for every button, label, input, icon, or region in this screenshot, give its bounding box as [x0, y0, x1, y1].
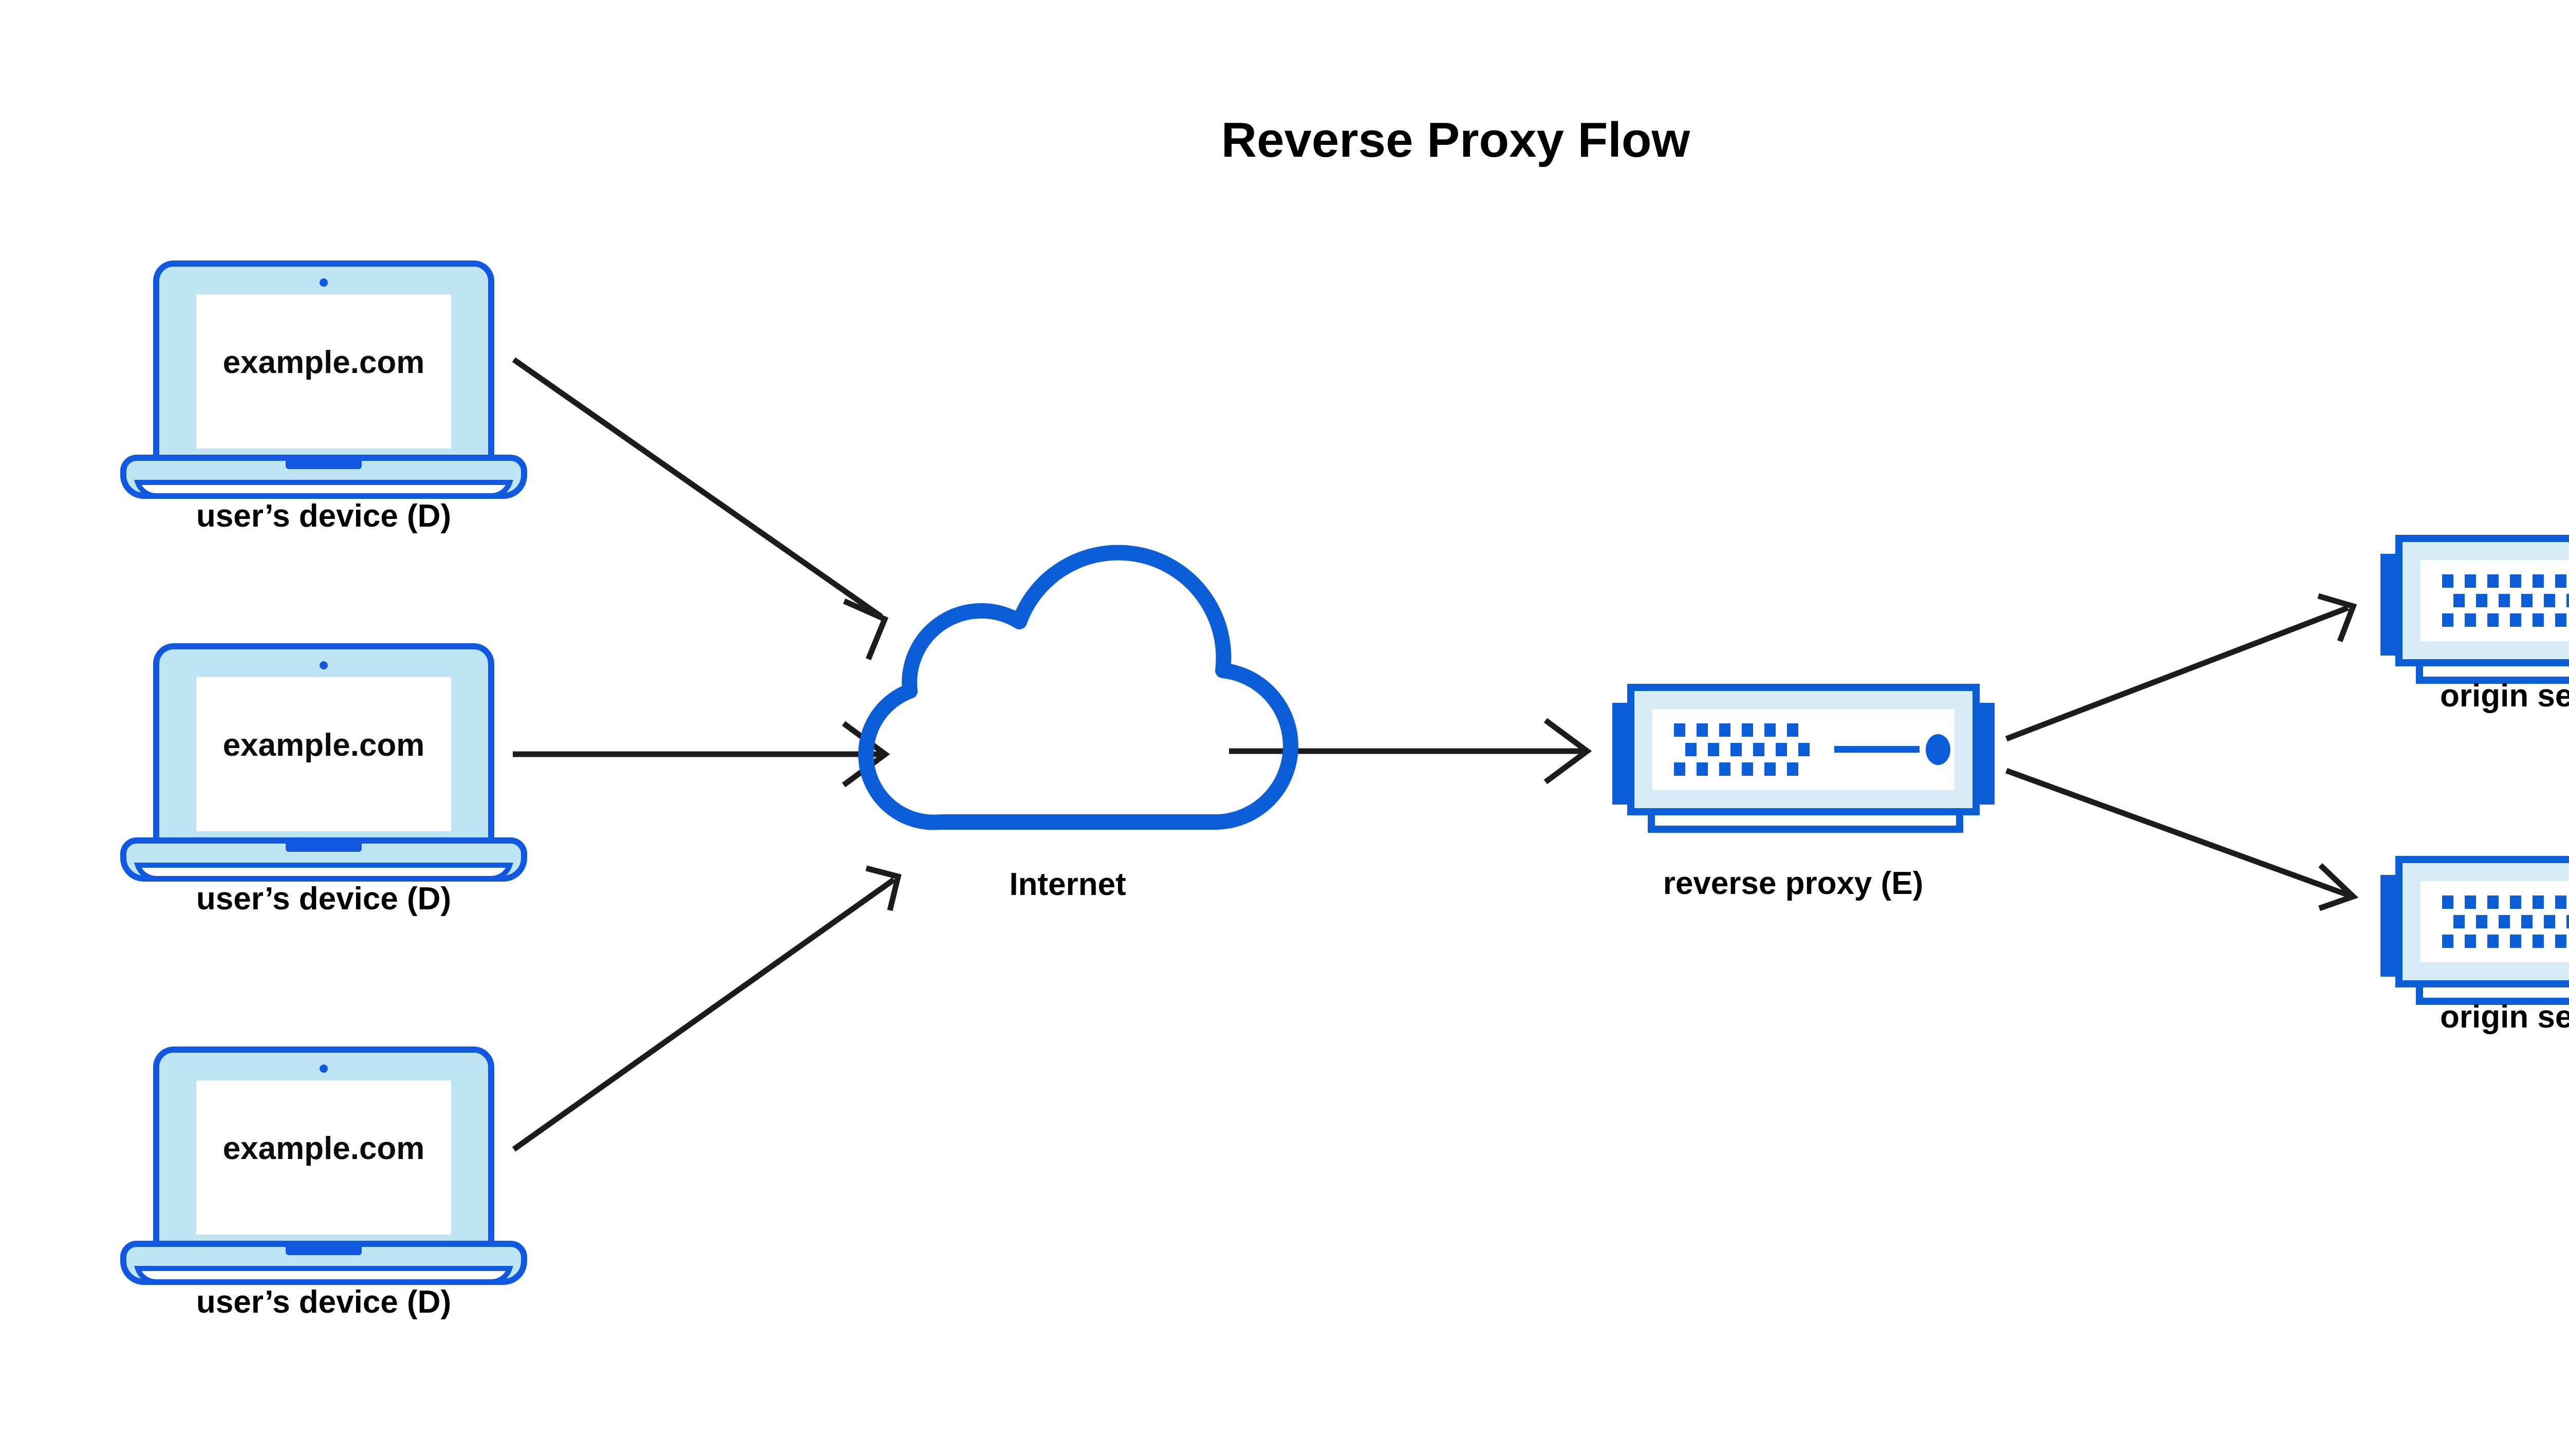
server-icon [1612, 687, 1995, 829]
client-3-label: user’s device (D) [196, 1284, 451, 1320]
flow-proxy-origin1 [2005, 593, 2357, 742]
flow-connectors [512, 357, 2359, 1152]
flow-client1-internet [512, 357, 889, 661]
node-reverse-proxy[interactable]: reverse proxy (E) [1612, 687, 1995, 901]
origin-2-label: origin server (F) [2440, 999, 2569, 1035]
node-origin-2[interactable]: origin server (F) [2380, 860, 2569, 1035]
client-screen-text: example.com [223, 345, 425, 380]
client-screen-text: example.com [223, 1131, 425, 1166]
node-client-1[interactable]: example.com user’s device (D) [123, 264, 524, 534]
server-icon [2380, 538, 2569, 680]
flow-client3-internet [512, 865, 902, 1152]
client-1-label: user’s device (D) [196, 498, 451, 534]
flow-proxy-origin2 [2005, 768, 2359, 911]
origin-1-label: origin server (F) [2440, 678, 2569, 714]
page-title: Reverse Proxy Flow [1221, 113, 1690, 167]
server-icon [2380, 860, 2569, 1001]
internet-label: Internet [1009, 867, 1126, 902]
cloud-icon [858, 545, 1298, 830]
node-origin-1[interactable]: origin server (F) [2380, 538, 2569, 714]
node-client-3[interactable]: example.com user’s device (D) [123, 1050, 524, 1320]
reverse-proxy-label: reverse proxy (E) [1663, 866, 1924, 901]
client-screen-text: example.com [223, 727, 425, 763]
node-client-2[interactable]: example.com user’s device (D) [123, 646, 524, 917]
flow-client2-internet [513, 721, 890, 788]
client-2-label: user’s device (D) [196, 881, 451, 917]
node-internet[interactable]: Internet [858, 545, 1298, 902]
